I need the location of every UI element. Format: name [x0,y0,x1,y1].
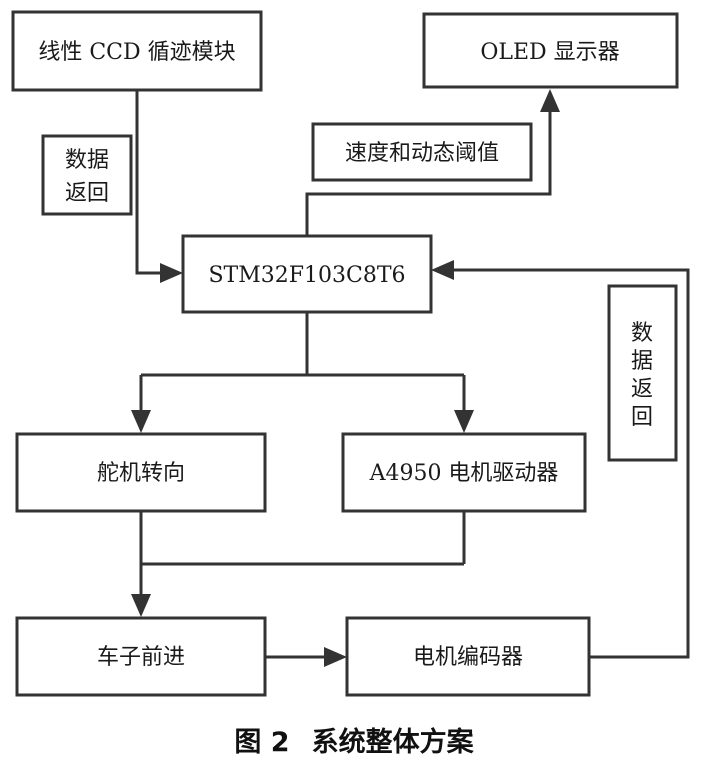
servo-steering-label: 舵机转向 [97,461,185,486]
encoder-feedback-arrowhead [431,260,454,280]
ccd-to-mcu-arrowhead [160,263,183,283]
encoder-feedback-connector [431,260,690,659]
car-to-encoder-arrowhead [324,647,347,667]
data-return-right-char-2: 据 [631,349,653,374]
data-return-right-char-3: 返 [631,377,653,402]
car-forward-label: 车子前进 [97,645,185,670]
speed-threshold-node: 速度和动态阈值 [311,122,533,182]
motor-encoder-node: 电机编码器 [345,616,591,697]
outputs-to-car-connector [131,511,466,617]
motor-encoder-label: 电机编码器 [413,645,523,670]
mcu-to-oled-arrowhead [540,89,560,112]
data-return-left-node: 数据 返回 [41,134,133,216]
figure-title: 系统整体方案 [312,726,475,758]
figure-number: 图 2 [234,727,289,758]
mcu-node: STM32F103C8T6 [181,234,433,314]
car-to-encoder-connector [265,647,347,667]
mcu-to-driver-arrowhead [454,410,474,433]
data-return-left-line-2: 返回 [65,181,109,206]
ccd-to-mcu-connector [135,90,183,283]
ccd-module-label: 线性 CCD 循迹模块 [38,40,235,65]
servo-steering-node: 舵机转向 [15,432,267,513]
mcu-label: STM32F103C8T6 [208,263,405,288]
mcu-to-servo-arrowhead [131,410,151,433]
mcu-to-oled-connector [305,89,560,236]
ccd-module-node: 线性 CCD 循迹模块 [11,10,263,92]
mcu-to-outputs-connector [131,312,474,433]
oled-display-label: OLED 显示器 [480,40,619,65]
data-return-left-line-1: 数据 [65,148,109,173]
data-return-right-node: 数 据 返 回 [607,284,678,462]
motor-driver-node: A4950 电机驱动器 [341,432,587,513]
figure-caption: 图 2 系统整体方案 [234,726,474,758]
speed-threshold-label: 速度和动态阈值 [345,141,499,166]
data-return-right-char-4: 回 [631,405,653,430]
oled-display-node: OLED 显示器 [422,12,679,89]
data-return-right-char-1: 数 [631,321,653,346]
motor-driver-label: A4950 电机驱动器 [369,461,559,486]
outputs-to-car-arrowhead [131,594,151,617]
car-forward-node: 车子前进 [15,616,267,697]
